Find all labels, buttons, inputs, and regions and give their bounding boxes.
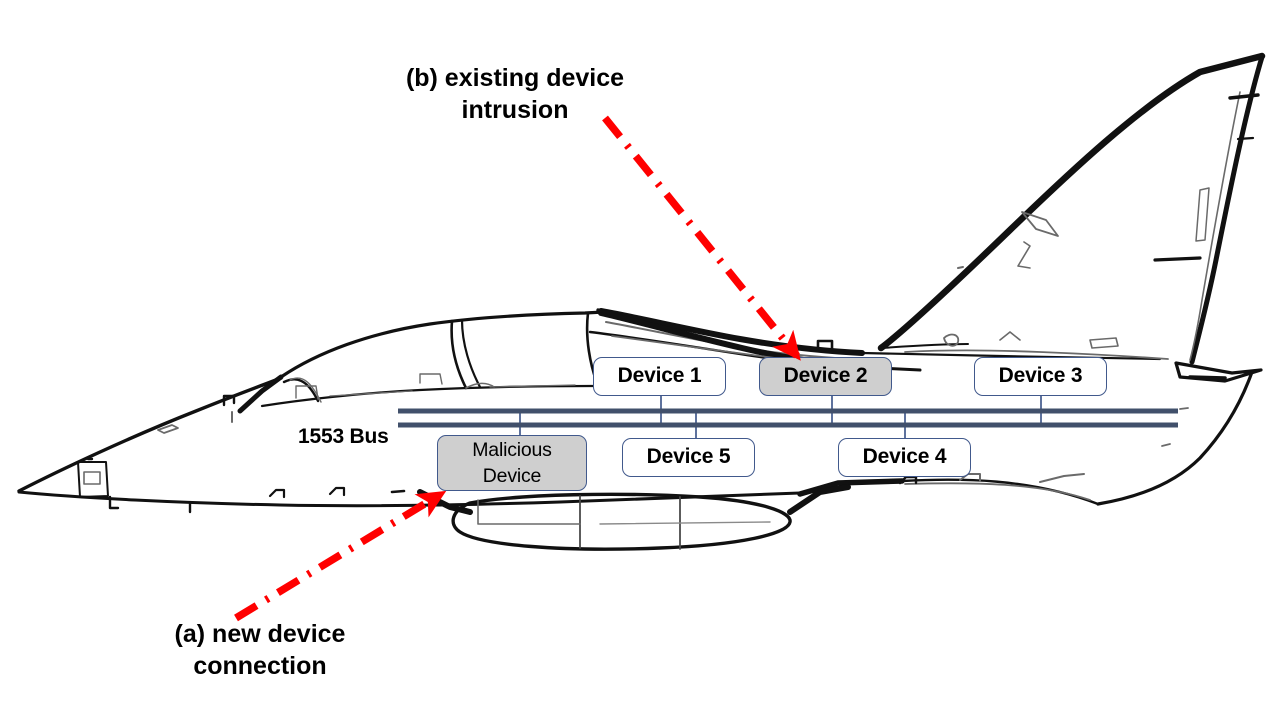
nose-pitot (108, 495, 120, 510)
horizontal-stabilizer-detail (1188, 375, 1227, 380)
malicious-device-label-line-2: Device (482, 465, 542, 487)
canopy-bow-front-inner (289, 377, 322, 403)
ventral-pod-pylon-rear (787, 484, 851, 515)
fin-root-plate (1089, 337, 1119, 349)
annotation-b-arrow (602, 115, 801, 361)
malicious-device-label-line-1: Malicious (472, 438, 552, 461)
wing-root-leading (596, 308, 612, 315)
fin-root-strake (999, 331, 1021, 341)
device-3-callout[interactable]: Device 3 (974, 357, 1107, 396)
canopy-lower-sill (260, 384, 606, 408)
tail-fin-rudder-hinge (1189, 91, 1241, 361)
tail-fin-panel (1195, 187, 1210, 242)
device-5-label: Device 5 (646, 445, 731, 469)
canopy-front-frame (237, 374, 284, 414)
lower-detail-2 (268, 488, 286, 499)
device-2-label: Device 2 (783, 364, 868, 388)
annotation-b-text: (b) existing device intrusion (405, 64, 625, 124)
canopy-divider-fillet (465, 382, 495, 389)
bus-label: 1553 Bus (298, 425, 389, 448)
tail-fin-mark-4 (957, 266, 964, 269)
tail-fin-mark-2 (1236, 136, 1255, 141)
ventral-pod-center-line (599, 521, 771, 525)
device-4-label: Device 4 (862, 445, 947, 469)
device-2-callout[interactable]: Device 2 (759, 357, 892, 396)
spine-antenna (816, 339, 834, 351)
device-5-callout[interactable]: Device 5 (622, 438, 755, 477)
tail-fin-fairing-leg (1017, 241, 1031, 269)
fuselage-detail-upper-2 (222, 394, 236, 407)
nose-panel-inner (83, 471, 101, 485)
device-1-label: Device 1 (617, 364, 702, 388)
lower-detail-5 (898, 475, 918, 485)
ventral-pod-nose-line (477, 499, 581, 525)
horizontal-stabilizer (1174, 361, 1263, 383)
tail-fin-fairing (1021, 211, 1059, 237)
fuselage-spine (598, 308, 865, 356)
canopy-center-divider-2 (460, 318, 482, 389)
annotation-a-text: (a) new device connection (174, 620, 346, 680)
lower-detail-3 (328, 486, 346, 497)
canopy-bow-front (282, 378, 320, 403)
fuselage-lower-rear (797, 478, 905, 497)
fin-root-lower-line (904, 349, 1169, 360)
fuselage-upper-rear (860, 351, 1162, 361)
device-3-label: Device 3 (998, 364, 1083, 388)
fuselage-detail-upper-1 (157, 424, 179, 434)
tail-fin-mark-3 (1153, 256, 1202, 262)
tail-fin-mark-1 (1228, 93, 1260, 100)
annotation-a-arrow (234, 490, 447, 622)
lower-detail-4 (390, 489, 406, 494)
arrow-group (234, 115, 801, 622)
fuselage-lower-rear-thin (904, 482, 1091, 501)
lower-detail-7 (1039, 473, 1085, 483)
canopy-center-divider (450, 319, 468, 390)
device-4-callout[interactable]: Device 4 (838, 438, 971, 477)
nozzle-mark (1161, 407, 1189, 447)
rear-fuselage-lower (1096, 370, 1254, 506)
nose-panel-outline (77, 461, 109, 498)
tail-fin-leading-edge (877, 52, 1266, 352)
cockpit-interior-rear (419, 373, 443, 385)
fin-root-fairing (881, 343, 969, 349)
fin-root-bump (943, 333, 960, 347)
ventral-pod-outline (451, 492, 792, 551)
fuselage-upper-line (17, 376, 283, 493)
cockpit-interior-front (295, 385, 319, 400)
device-1-callout[interactable]: Device 1 (593, 357, 726, 396)
canopy-glazing-top (279, 310, 606, 379)
cockpit-sill-detail (329, 384, 576, 397)
lower-detail-6 (959, 473, 981, 482)
tail-fin-trailing-edge (1189, 54, 1265, 365)
